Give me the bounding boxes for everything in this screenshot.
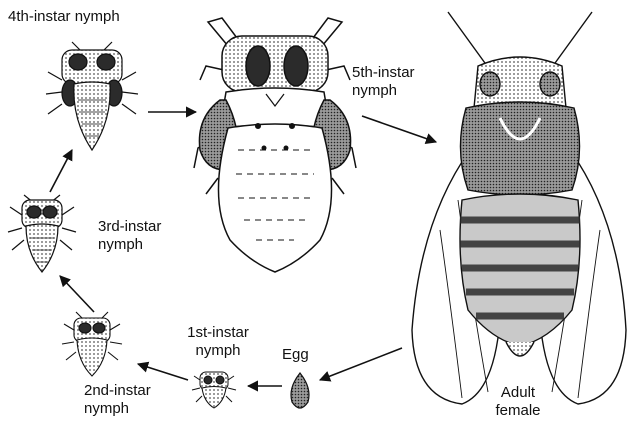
fifth-instar-nymph-figure — [194, 18, 356, 272]
label-4th-instar: 4th-instar nymph — [8, 8, 120, 26]
label-5th-instar-line1: 5th-instar — [352, 64, 415, 82]
label-2nd-instar-line1: 2nd-instar — [84, 382, 151, 400]
label-3rd-instar: 3rd-instar nymph — [98, 218, 161, 254]
arrow-2nd-to-3rd — [60, 276, 94, 312]
label-1st-instar-line1: 1st-instar — [182, 324, 254, 342]
label-egg: Egg — [282, 346, 309, 364]
label-1st-instar: 1st-instar nymph — [182, 324, 254, 360]
label-5th-instar: 5th-instar nymph — [352, 64, 415, 100]
first-instar-nymph-figure — [192, 372, 236, 408]
label-2nd-instar: 2nd-instar nymph — [84, 382, 151, 418]
label-adult-female-line1: Adult — [488, 384, 548, 402]
label-5th-instar-line2: nymph — [352, 82, 415, 100]
label-1st-instar-line2: nymph — [182, 342, 254, 360]
arrow-adult-to-egg — [320, 348, 402, 380]
label-2nd-instar-line2: nymph — [84, 400, 151, 418]
adult-female-figure — [412, 12, 626, 404]
third-instar-nymph-figure — [8, 195, 76, 272]
egg-figure — [291, 373, 309, 408]
label-adult-female: Adult female — [488, 384, 548, 420]
label-adult-female-line2: female — [488, 402, 548, 420]
second-instar-nymph-figure — [62, 312, 122, 376]
arrow-3rd-to-4th — [50, 150, 72, 192]
arrow-1st-to-2nd — [138, 364, 188, 380]
fourth-instar-nymph-figure — [46, 42, 138, 150]
arrow-5th-to-adult — [362, 116, 436, 142]
label-3rd-instar-line2: nymph — [98, 236, 161, 254]
label-3rd-instar-line1: 3rd-instar — [98, 218, 161, 236]
